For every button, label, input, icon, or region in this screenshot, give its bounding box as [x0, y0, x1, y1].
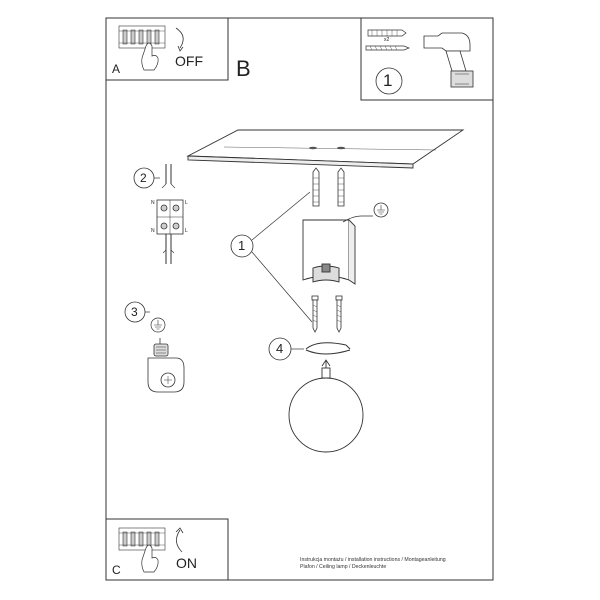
off-label: OFF [175, 53, 203, 69]
panel-a-box [105, 17, 229, 81]
callout-2-number: 2 [140, 171, 147, 185]
callout-3-number: 3 [131, 305, 138, 319]
retaining-ring [305, 342, 351, 355]
turn-off-arrow-icon [175, 27, 184, 49]
arrow-head-icon [177, 45, 184, 52]
panel-c-box [105, 518, 229, 581]
callout-2 [133, 167, 160, 189]
switch-terminal-on-icon [118, 527, 166, 551]
connector-mark-n-bottom: N [151, 228, 155, 234]
lamp-mount-body [302, 219, 356, 285]
arrow-head-on-icon [175, 527, 184, 534]
panel-tools [360, 17, 494, 101]
terminal-connector [156, 164, 184, 264]
panel-c-label: C [112, 563, 121, 577]
ground-symbol-small-icon [150, 317, 166, 333]
power-drill-icon [423, 32, 474, 88]
connector-mark-n-top: N [151, 200, 155, 206]
leader-line-screws [251, 251, 313, 323]
anchor-right [337, 167, 345, 207]
hand-on-icon [141, 544, 159, 573]
panel-a-label: A [112, 62, 121, 76]
ground-symbol-icon [373, 202, 389, 218]
outer-frame [105, 17, 494, 581]
earth-wire [342, 215, 373, 223]
step-1-circle [375, 67, 403, 95]
switch-terminal-icon [118, 25, 166, 49]
screw-right [335, 295, 343, 333]
earth-terminal [147, 338, 185, 393]
connector-mark-l-bottom: L [185, 228, 188, 234]
screw-left [311, 295, 319, 333]
tools-step-number: 1 [383, 71, 393, 90]
connector-mark-l-top: L [185, 200, 188, 206]
footer-line-1: Instrukcja montażu / installation instru… [300, 557, 446, 563]
footer-line-2: Plafon / Ceiling lamp / Deckenleuchte [300, 564, 387, 570]
panel-tools-box [360, 17, 494, 101]
callout-4 [268, 337, 304, 361]
leader-line-anchors [251, 191, 311, 241]
anchor-left [312, 167, 320, 207]
panel-c [105, 518, 229, 581]
screw-icon [365, 45, 410, 51]
callout-3 [124, 301, 150, 323]
callout-1 [230, 191, 313, 323]
step-1b-circle [230, 234, 254, 258]
footer: Instrukcja montażu / installation instru… [300, 557, 446, 571]
panel-a [105, 17, 229, 81]
glass-globe [288, 367, 364, 453]
callout-4-number: 4 [276, 341, 284, 356]
wall-plug-icon [367, 29, 407, 37]
on-label: ON [176, 555, 197, 571]
hand-icon [141, 42, 159, 71]
screw-quantity: x2 [384, 37, 390, 43]
callout-1-number: 1 [238, 238, 246, 253]
panel-b-label: B [236, 56, 251, 81]
turn-on-arrow-icon [176, 529, 183, 553]
ceiling-plate [186, 129, 465, 169]
